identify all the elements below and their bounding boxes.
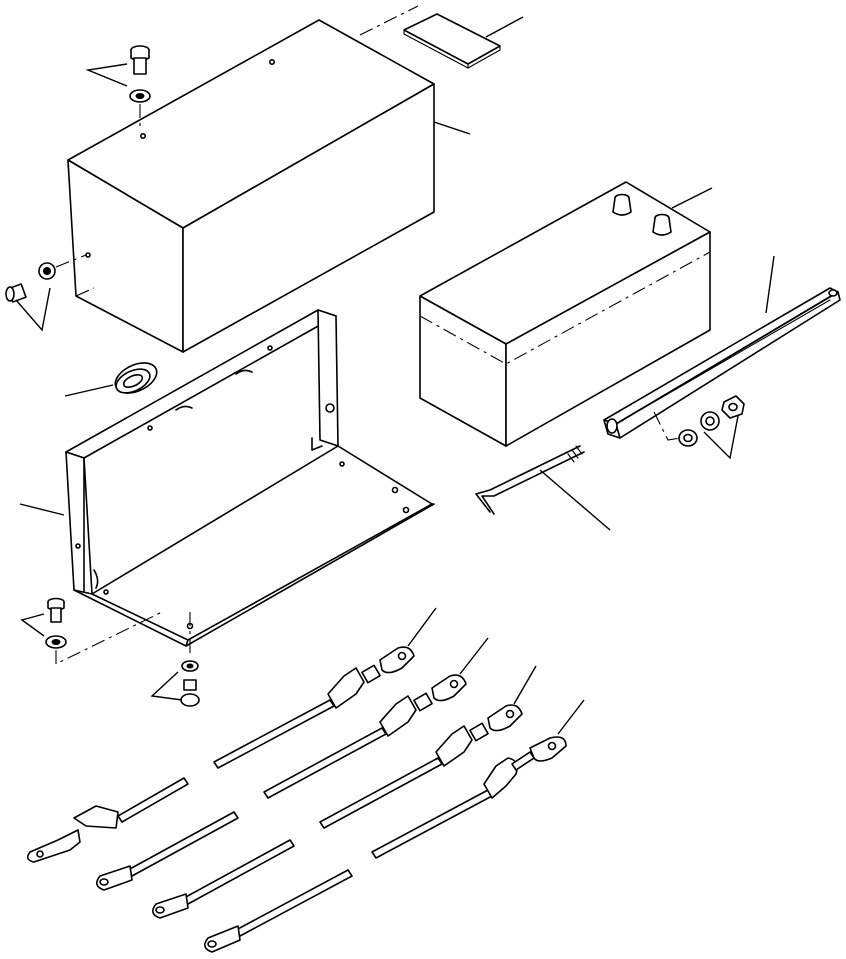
- leader-cable-4: [557, 699, 585, 735]
- leader-cable-3: [513, 665, 537, 705]
- battery-cable-1: [26, 646, 415, 863]
- battery: [419, 181, 711, 447]
- leader-grommet: [64, 384, 114, 397]
- side-bolt-and-washer: [5, 254, 87, 303]
- battery-tray: [65, 309, 435, 647]
- leader-cable-2: [459, 637, 489, 675]
- cover-plate: [403, 13, 501, 69]
- leader-hold-down-bar: [765, 255, 775, 314]
- leader-j-bolt: [539, 469, 611, 531]
- washer-and-nut-set: [653, 395, 745, 447]
- cover-bolt-and-washer: [129, 45, 151, 128]
- hold-down-bar: [603, 287, 841, 439]
- tray-bottom-bolt: [180, 612, 200, 707]
- leader-cable-1: [407, 607, 437, 647]
- leader-cover-bolt: [85, 63, 128, 87]
- tray-front-bolt: [45, 597, 67, 649]
- leader-battery-tray: [19, 503, 65, 516]
- j-bolt: [475, 445, 585, 515]
- leader-tray-bottom-bolt: [150, 671, 183, 701]
- battery-cable-4: [204, 736, 567, 953]
- leader-tray-front-bolt: [20, 613, 45, 637]
- battery-cable-3: [152, 704, 523, 919]
- grommet: [114, 362, 158, 394]
- battery-cable-2: [96, 674, 467, 891]
- leader-cover-plate: [485, 16, 524, 38]
- leader-washers: [703, 415, 739, 460]
- battery-box-cover: [67, 19, 435, 353]
- leader-battery-box-cover: [433, 121, 471, 135]
- leader-battery: [671, 187, 713, 209]
- leader-side-bolt: [15, 287, 51, 332]
